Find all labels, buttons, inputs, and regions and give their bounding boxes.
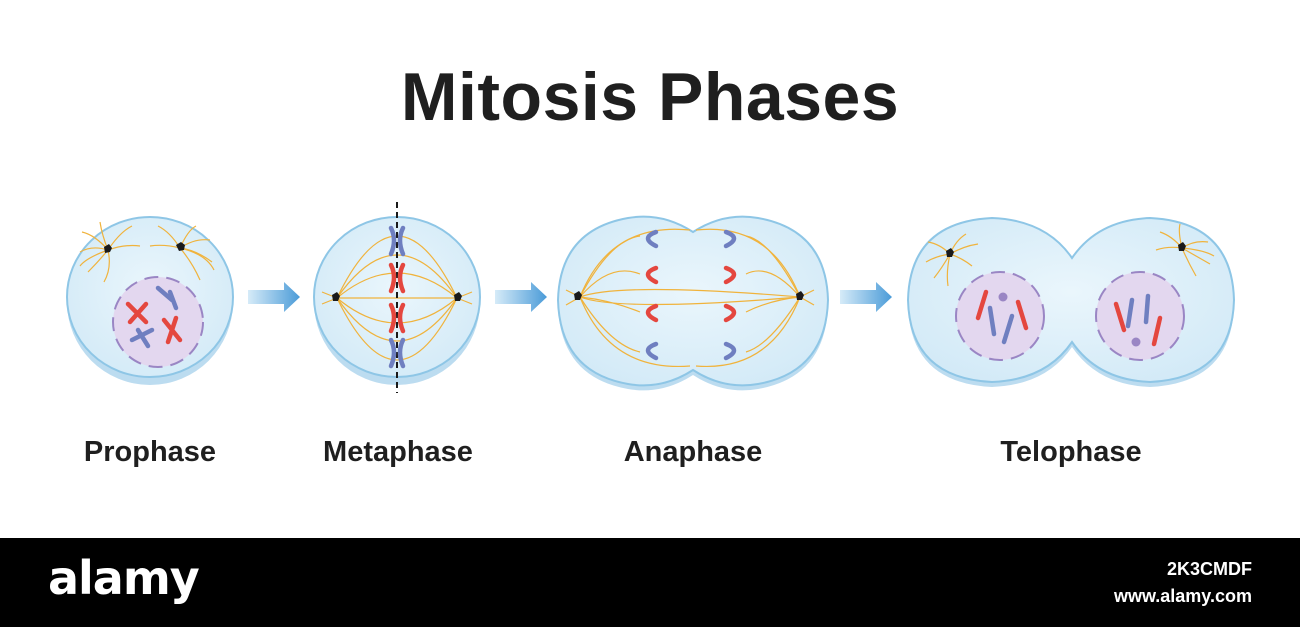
chromosomes	[975, 289, 1163, 347]
chromosomes	[125, 285, 183, 349]
centrosomes	[574, 291, 804, 300]
arrow-icon	[248, 282, 300, 312]
phase-label-prophase: Prophase	[83, 436, 217, 468]
chromosomes	[388, 225, 406, 369]
nucleolus	[998, 292, 1008, 302]
prophase-cell	[66, 216, 234, 385]
telophase-cell	[906, 216, 1236, 387]
nucleus	[955, 271, 1045, 361]
arrow-icon	[840, 282, 892, 312]
arrow-icon	[495, 282, 547, 312]
nucleus	[112, 276, 204, 368]
centrosomes	[946, 242, 1186, 257]
cell-membrane	[556, 215, 830, 387]
watermark-bar	[0, 538, 1300, 627]
centrosomes	[332, 292, 462, 301]
chromosomes	[645, 229, 737, 361]
phase-label-metaphase: Metaphase	[323, 436, 473, 468]
site-url: www.alamy.com	[1113, 586, 1252, 606]
image-id: 2K3CMDF	[1166, 559, 1252, 579]
page-title: Mitosis Phases	[400, 59, 900, 135]
phase-label-telophase: Telophase	[1000, 436, 1142, 468]
metaphase-cell	[313, 202, 481, 393]
phase-label-anaphase: Anaphase	[623, 436, 763, 468]
nucleolus	[1131, 337, 1141, 347]
brand-logo: alamy	[48, 551, 200, 605]
anaphase-cell	[556, 215, 830, 391]
nucleus	[1095, 271, 1185, 361]
centrosomes	[104, 242, 185, 253]
